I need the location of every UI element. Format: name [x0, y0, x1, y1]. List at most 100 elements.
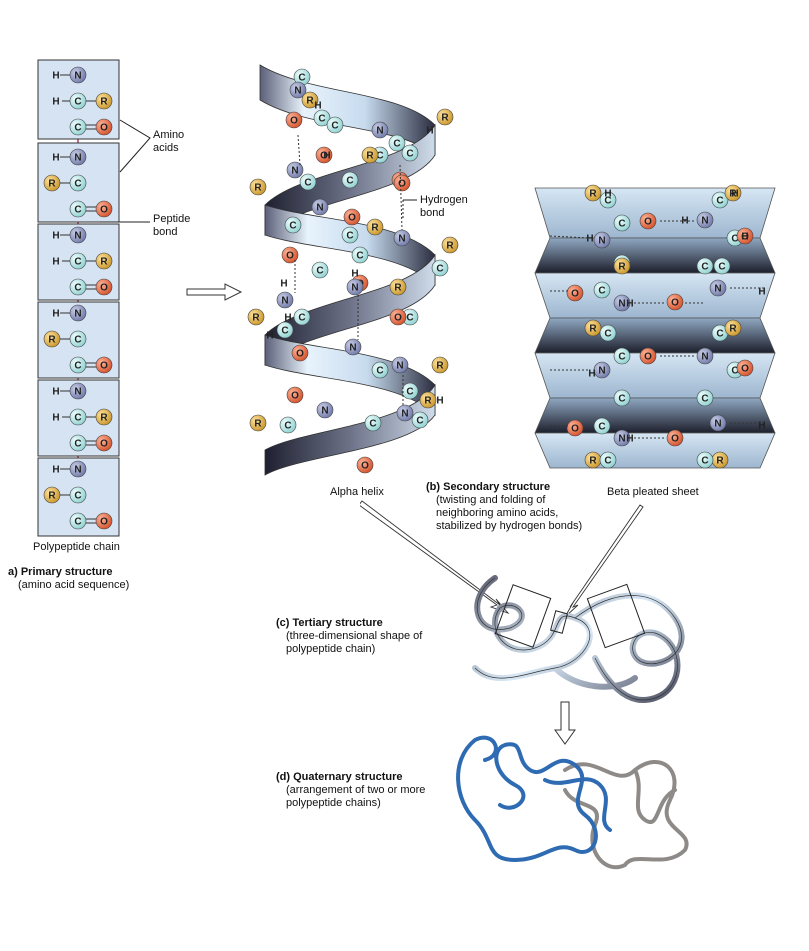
beta-pleated-sheet-label: Beta pleated sheet: [607, 486, 699, 498]
svg-text:C: C: [604, 329, 611, 340]
svg-text:R: R: [589, 324, 597, 335]
atom-o: O: [356, 456, 374, 474]
atom-r: R: [43, 486, 61, 504]
hydrogen-bond-line: [297, 134, 301, 166]
svg-text:C: C: [716, 329, 723, 340]
atom-r: R: [366, 218, 384, 236]
atom-c: C: [284, 216, 302, 234]
atom-c: C: [613, 389, 631, 407]
svg-text:O: O: [100, 517, 108, 528]
svg-text:C: C: [406, 387, 413, 398]
atom-r: R: [584, 184, 602, 202]
tertiary-structure-caption: (c) Tertiary structure (three-dimensiona…: [276, 617, 436, 656]
svg-text:R: R: [48, 179, 56, 190]
svg-text:N: N: [351, 283, 358, 294]
beta-sheet-atoms: RCCONCRNCOCROCNOCNCRCCONCRNCOCOCNOCNRCRC…: [549, 184, 766, 469]
svg-text:O: O: [398, 179, 406, 190]
svg-text:R: R: [306, 96, 314, 107]
amino-acids-label: Amino acids: [153, 129, 185, 154]
svg-text:R: R: [100, 97, 108, 108]
atom-h: H: [52, 257, 59, 268]
atom-n: N: [593, 231, 611, 249]
atom-n: N: [709, 279, 727, 297]
atom-h: H: [52, 97, 59, 108]
primary-title: a) Primary structure: [8, 566, 113, 578]
atom-r: R: [584, 319, 602, 337]
svg-text:O: O: [100, 361, 108, 372]
atom-h: H: [52, 231, 59, 242]
svg-text:O: O: [100, 123, 108, 134]
tertiary-beta-box: [586, 583, 646, 649]
atom-n: N: [391, 356, 409, 374]
atom-o: O: [95, 278, 113, 296]
atom-n: N: [346, 278, 364, 296]
svg-text:O: O: [571, 424, 579, 435]
svg-text:C: C: [331, 121, 338, 132]
svg-text:R: R: [48, 491, 56, 502]
quaternary-blue-chain: [456, 735, 612, 863]
svg-text:O: O: [394, 313, 402, 324]
atom-c: C: [69, 200, 87, 218]
atom-h: H: [266, 331, 273, 342]
atom-c: C: [341, 171, 359, 189]
svg-text:C: C: [74, 123, 81, 134]
alpha-helix-label: Alpha helix: [330, 486, 384, 498]
svg-text:N: N: [74, 465, 81, 476]
svg-text:C: C: [604, 196, 611, 207]
hydrogen-bond-label: Hydrogen bond: [420, 194, 468, 219]
atom-r: R: [95, 408, 113, 426]
atom-o: O: [566, 284, 584, 302]
atom-h: H: [626, 299, 633, 310]
atom-h: H: [588, 369, 595, 380]
atom-n: N: [69, 148, 87, 166]
atom-o: O: [315, 146, 333, 164]
tertiary-ribbon: [472, 575, 685, 703]
primary-structure-caption: a) Primary structure (amino acid sequenc…: [8, 566, 129, 592]
svg-text:C: C: [393, 139, 400, 150]
atom-r: R: [724, 184, 742, 202]
svg-text:R: R: [424, 396, 432, 407]
atom-c: C: [69, 408, 87, 426]
atom-c: C: [299, 173, 317, 191]
atom-n: N: [286, 161, 304, 179]
atom-h: H: [604, 189, 611, 200]
atom-r: R: [249, 414, 267, 432]
svg-text:C: C: [731, 366, 738, 377]
svg-text:O: O: [100, 283, 108, 294]
arrow-primary-to-secondary: [186, 283, 243, 301]
atom-r: R: [584, 451, 602, 469]
svg-text:N: N: [714, 419, 721, 430]
tertiary-center-box: [550, 610, 568, 634]
atom-h: H: [741, 232, 748, 243]
atom-c: C: [69, 278, 87, 296]
svg-text:R: R: [436, 361, 444, 372]
atom-c: C: [276, 321, 294, 339]
atom-c: C: [293, 68, 311, 86]
atom-c: C: [69, 118, 87, 136]
secondary-desc: (twisting and folding of neighboring ami…: [436, 494, 583, 532]
svg-text:C: C: [346, 176, 353, 187]
quaternary-title: (d) Quaternary structure: [276, 771, 403, 783]
hydrogen-bond-leader: [402, 199, 417, 218]
atom-r: R: [724, 319, 742, 337]
atom-n: N: [393, 229, 411, 247]
atom-r: R: [247, 308, 265, 326]
svg-text:C: C: [406, 313, 413, 324]
atom-h: H: [280, 279, 287, 290]
atom-c: C: [713, 257, 731, 275]
beta-sheet-figure: RCCONCRNCOCROCNOCNCRCCONCRNCOCOCNOCNRCRC…: [534, 184, 776, 469]
svg-text:C: C: [74, 205, 81, 216]
svg-text:R: R: [366, 151, 374, 162]
svg-text:N: N: [321, 406, 328, 417]
svg-text:C: C: [618, 352, 625, 363]
svg-text:R: R: [254, 419, 262, 430]
svg-text:N: N: [714, 284, 721, 295]
atom-o: O: [95, 434, 113, 452]
atom-r: R: [613, 257, 631, 275]
svg-text:C: C: [74, 257, 81, 268]
svg-text:C: C: [598, 422, 605, 433]
svg-text:N: N: [74, 71, 81, 82]
svg-text:R: R: [394, 283, 402, 294]
svg-text:O: O: [291, 391, 299, 402]
